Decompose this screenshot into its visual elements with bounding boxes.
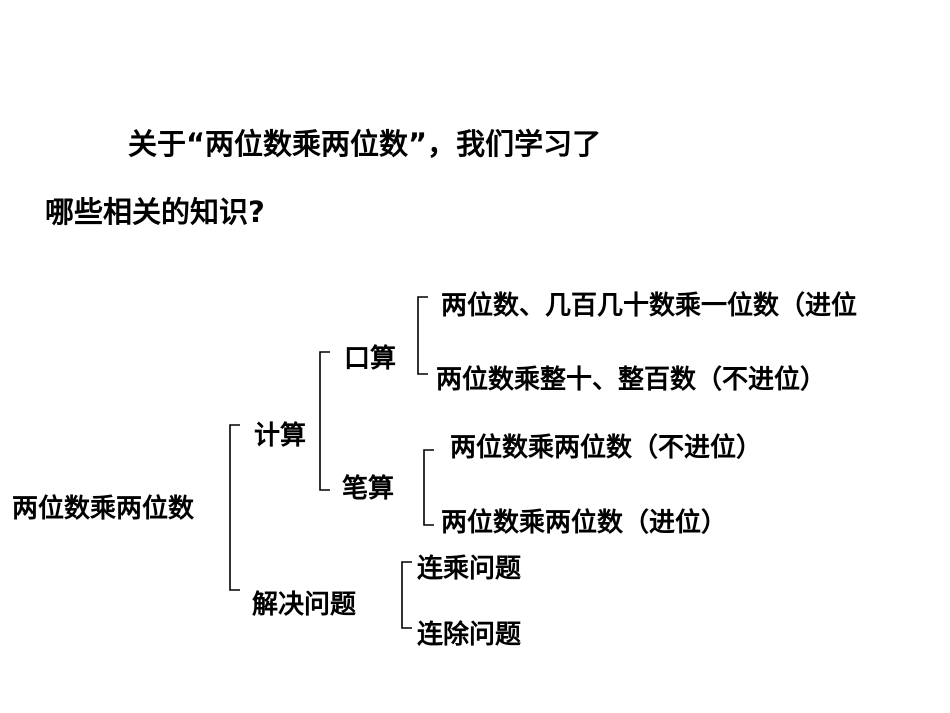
solve-item: 连乘问题 bbox=[417, 554, 522, 584]
written-item: 两位数乘两位数（进位） bbox=[441, 508, 728, 538]
root-bracket bbox=[229, 424, 240, 591]
node-written: 笔算 bbox=[342, 474, 395, 504]
mental-bracket bbox=[417, 296, 428, 375]
tree-root: 两位数乘两位数 bbox=[12, 494, 195, 524]
mental-item: 两位数乘整十、整百数（不进位） bbox=[436, 365, 827, 395]
compute-bracket bbox=[319, 351, 330, 491]
node-solve: 解决问题 bbox=[252, 590, 357, 620]
written-bracket bbox=[423, 449, 434, 526]
node-compute: 计算 bbox=[254, 421, 307, 451]
solve-item: 连除问题 bbox=[417, 620, 522, 650]
written-item: 两位数乘两位数（不进位） bbox=[450, 433, 763, 463]
node-mental: 口算 bbox=[344, 344, 397, 374]
solve-bracket bbox=[401, 561, 412, 629]
question-line-2: 哪些相关的知识? bbox=[45, 195, 265, 229]
mental-item: 两位数、几百几十数乘一位数（进位 bbox=[441, 291, 858, 321]
question-line-1: 关于“两位数乘两位数”，我们学习了 bbox=[128, 127, 602, 161]
